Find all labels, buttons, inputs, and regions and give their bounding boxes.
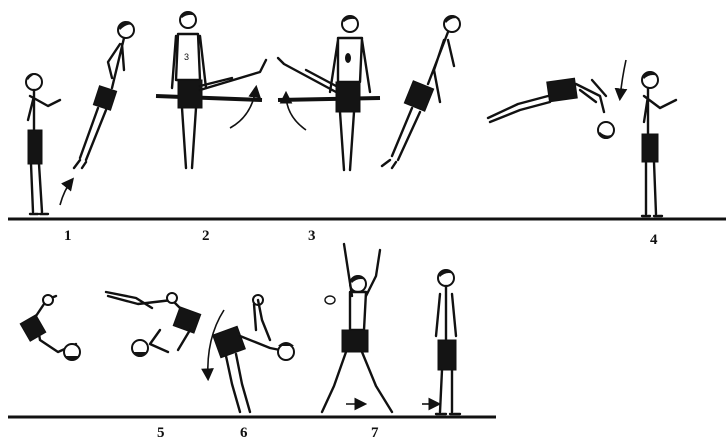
figure-3-dismount-athlete [382, 15, 460, 168]
bar-left [156, 96, 262, 100]
figure-1-jumping-athlete [74, 22, 134, 168]
figure-label-5: 5 [157, 425, 165, 442]
figure-5-tuck-roll-b [106, 292, 201, 357]
svg-text:3: 3 [184, 52, 189, 62]
figure-6-bending-athlete [213, 295, 294, 412]
bar-right [278, 98, 380, 100]
figure-1-arrow [60, 180, 72, 205]
figure-7-ball [325, 296, 335, 304]
figure-label-2: 2 [202, 228, 210, 245]
figure-7-arms-raised-athlete [322, 244, 392, 412]
figure-4-standing-athlete [642, 72, 676, 216]
figure-7-standing-athlete [436, 270, 460, 414]
figure-4-flipping-athlete [488, 78, 614, 139]
figure-3-swing-leg [278, 58, 336, 92]
figure-4-arrow [620, 60, 626, 98]
figure-label-7: 7 [371, 425, 379, 442]
figure-label-1: 1 [64, 228, 72, 245]
figure-label-6: 6 [240, 425, 248, 442]
figure-2-arrow [230, 88, 256, 128]
figure-label-4: 4 [650, 232, 658, 249]
figure-label-3: 3 [308, 228, 316, 245]
figure-1-standing-athlete [26, 73, 60, 214]
figure-2-swing-leg [200, 60, 266, 90]
figure-5-tuck-roll-a [20, 295, 80, 360]
